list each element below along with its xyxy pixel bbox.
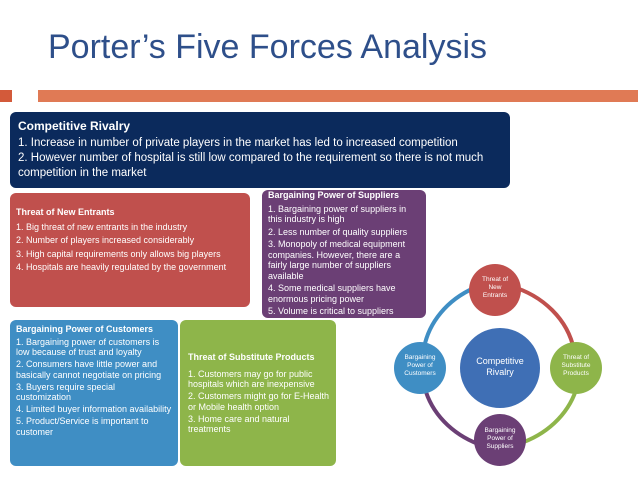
title-accent-bar	[0, 90, 638, 102]
center-circle	[460, 328, 540, 408]
node-new-entrants	[469, 264, 521, 316]
customers-point: 3. Buyers require special customization	[16, 381, 116, 403]
node-substitute-products	[550, 342, 602, 394]
arc-substitute-suppliers	[517, 389, 578, 446]
node-power-of-customers	[394, 342, 446, 394]
suppliers-point: 3. Monopoly of medical equipment compani…	[268, 239, 406, 281]
rivalry-point: 2. However number of hospital is still l…	[18, 152, 484, 179]
entrants-heading: Threat of New Entrants	[16, 207, 115, 217]
substitute-box: Threat of Substitute Products 1. Custome…	[180, 320, 336, 466]
substitute-heading: Threat of Substitute Products	[188, 352, 315, 362]
node-label-line: Power of	[407, 362, 433, 369]
node-label-line: Power of	[487, 435, 513, 442]
node-label-line: Bargaining	[484, 427, 515, 434]
node-label-line: Entrants	[483, 292, 508, 299]
node-power-of-suppliers	[474, 414, 526, 466]
customers-heading: Bargaining Power of Customers	[16, 324, 154, 334]
suppliers-point: 5. Volume is critical to suppliers	[268, 306, 394, 316]
entrants-point: 2. Number of players increased considera…	[16, 235, 195, 245]
center-label-line: Competitive	[476, 356, 524, 366]
rivalry-point: 1. Increase in number of private players…	[18, 137, 458, 149]
suppliers-box: Bargaining Power of Suppliers 1. Bargain…	[262, 190, 426, 318]
substitute-point: 3. Home care and natural treatments	[188, 413, 290, 435]
suppliers-point: 1. Bargaining power of suppliers in this…	[268, 203, 407, 225]
accent-bar-right	[38, 90, 638, 102]
new-entrants-box: Threat of New Entrants 1. Big threat of …	[10, 193, 250, 307]
customers-point: 5. Product/Service is important to custo…	[16, 416, 149, 437]
customers-point: 1. Bargaining power of customers is low …	[16, 336, 160, 358]
suppliers-heading: Bargaining Power of Suppliers	[268, 190, 400, 200]
node-label-line: Substitute	[562, 362, 591, 369]
customers-box: Bargaining Power of Customers 1. Bargain…	[10, 320, 178, 466]
customers-point: 2. Consumers have little power and basic…	[16, 359, 162, 380]
suppliers-point: 2. Less number of quality suppliers	[268, 226, 408, 237]
node-label-line: Suppliers	[486, 443, 514, 450]
suppliers-point: 4. Some medical suppliers have enormous …	[268, 283, 396, 304]
substitute-point: 1. Customers may go for public hospitals…	[188, 368, 315, 390]
substitute-point: 2. Customers might go for E-Health or Mo…	[188, 391, 330, 412]
arc-customers-entrants	[422, 286, 475, 349]
entrants-point: 1. Big threat of new entrants in the ind…	[16, 221, 188, 232]
entrants-point: 3. High capital requirements only allows…	[16, 248, 221, 259]
entrants-point: 4. Hospitals are heavily regulated by th…	[16, 262, 227, 272]
node-label-line: Products	[563, 370, 589, 377]
page-title: Porter’s Five Forces Analysis	[48, 28, 487, 66]
five-forces-cycle-diagram: Competitive Rivalry Threat of New Entran…	[394, 264, 602, 466]
node-label-line: Threat of	[563, 354, 589, 361]
node-label-line: Threat of	[482, 276, 508, 283]
accent-bar-left	[0, 90, 12, 102]
competitive-rivalry-box: Competitive Rivalry 1. Increase in numbe…	[10, 112, 510, 188]
node-label-line: New	[488, 284, 501, 291]
accent-bar-gap	[12, 90, 38, 102]
customers-point: 4. Limited buyer information availabilit…	[16, 404, 172, 414]
node-label-line: Customers	[404, 370, 436, 377]
rivalry-heading: Competitive Rivalry	[18, 119, 131, 133]
center-label-line: Rivalry	[486, 367, 514, 377]
node-label-line: Bargaining	[404, 354, 435, 361]
